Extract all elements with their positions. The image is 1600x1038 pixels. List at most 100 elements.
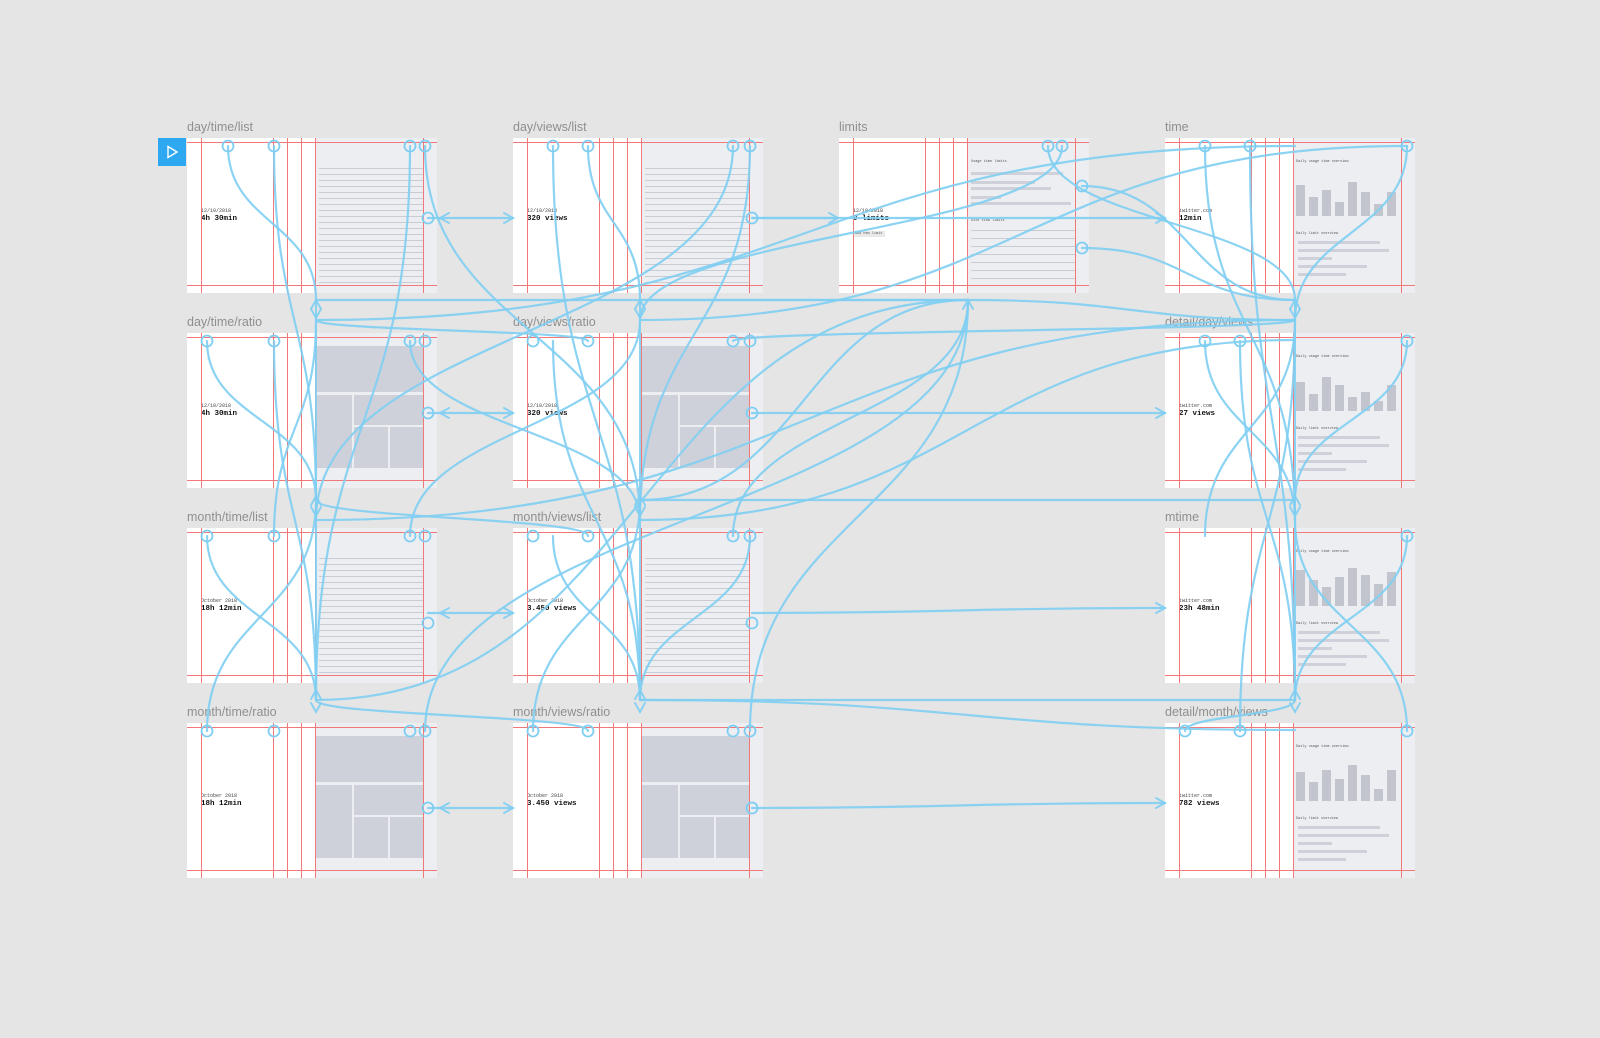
guide-line: [1075, 138, 1076, 293]
list-row-line: [319, 252, 423, 253]
ratio-block: [716, 817, 749, 858]
frame-day-time-ratio[interactable]: 12/10/2018 4h 30min: [187, 333, 437, 488]
list-row-line: [319, 222, 423, 223]
ratio-block: [354, 395, 423, 425]
guide-line: [423, 723, 424, 878]
frame-mtime[interactable]: twitter.com 23h 48min Daily usage time o…: [1165, 528, 1415, 683]
guide-line: [1165, 532, 1415, 533]
guide-line: [1251, 723, 1252, 878]
frame-label-month-views-list: month/views/list: [513, 510, 602, 524]
guide-line: [1179, 138, 1180, 293]
guide-line: [1165, 337, 1415, 338]
list-row-line: [645, 192, 749, 193]
frame-month-time-ratio[interactable]: October 2018 18h 12min: [187, 723, 437, 878]
frame-detail-month-views[interactable]: twitter.com 782 views Daily usage time o…: [1165, 723, 1415, 878]
connection-wire: [310, 506, 322, 519]
list-row-line: [319, 186, 423, 187]
site-view-limits-heading: Site view limits: [971, 219, 1005, 223]
list-row-line: [645, 570, 749, 571]
frame-month-views-list[interactable]: October 2018 3.450 views: [513, 528, 763, 683]
frame-label-limits: limits: [839, 120, 868, 134]
guide-line: [513, 142, 763, 143]
usage-bar: [1374, 204, 1383, 216]
list-row-line: [319, 594, 423, 595]
guide-line: [749, 723, 750, 878]
date-label: October 2018: [527, 598, 564, 604]
usage-bar: [1387, 384, 1396, 411]
list-row-line: [319, 264, 423, 265]
guide-line: [1165, 870, 1415, 871]
stat-value: 27 views: [1179, 410, 1216, 418]
list-row-line: [645, 624, 749, 625]
connection-wire: [310, 702, 322, 715]
ratio-block: [354, 785, 423, 815]
connection-wire: [310, 308, 322, 321]
limit-overview-bar: [1298, 444, 1390, 447]
list-row-line: [319, 588, 423, 589]
guide-line: [187, 532, 437, 533]
date-label: October 2018: [527, 793, 564, 799]
guide-line: [527, 138, 528, 293]
connection-wire: [1155, 602, 1168, 614]
connection-wire: [731, 298, 970, 538]
ratio-block: [680, 785, 749, 815]
list-row-line: [645, 264, 749, 265]
guide-line: [1251, 138, 1252, 293]
usage-bar: [1374, 789, 1383, 801]
frame-detail-day-views[interactable]: twitter.com 27 views Daily usage time ov…: [1165, 333, 1415, 488]
limit-overview-bar: [1298, 842, 1332, 845]
guide-line: [1401, 138, 1402, 293]
list-row-line: [319, 672, 423, 673]
usage-bar: [1348, 182, 1357, 216]
frame-time[interactable]: twitter.com 12min Daily usage time overv…: [1165, 138, 1415, 293]
frame-day-views-ratio[interactable]: 12/10/2018 320 views: [513, 333, 763, 488]
guide-line: [599, 528, 600, 683]
stat-value: 320 views: [527, 410, 568, 418]
list-row-line: [319, 624, 423, 625]
stat-value: 3.450 views: [527, 800, 577, 808]
guide-line: [513, 727, 763, 728]
list-row-line: [645, 606, 749, 607]
connection-wire: [503, 407, 516, 419]
guide-line: [513, 480, 763, 481]
usage-bar: [1335, 384, 1344, 411]
list-row-line: [319, 204, 423, 205]
frame-month-time-list[interactable]: October 2018 18h 12min: [187, 528, 437, 683]
ratio-block: [680, 395, 749, 425]
guide-line: [1279, 723, 1280, 878]
guide-line: [627, 333, 628, 488]
guide-line: [953, 138, 954, 293]
connection-wire: [503, 802, 516, 814]
stat-value: 4h 30min: [201, 215, 238, 223]
list-row-line: [319, 582, 423, 583]
connection-wire: [634, 506, 646, 519]
add-limit-button[interactable]: add new limit: [853, 231, 885, 237]
guide-line: [315, 528, 316, 683]
site-label: twitter.com: [1179, 598, 1213, 604]
ratio-block: [716, 427, 749, 468]
guide-line: [187, 142, 437, 143]
list-row-line: [319, 228, 423, 229]
play-button[interactable]: [158, 138, 186, 166]
guide-line: [273, 528, 274, 683]
frame-day-time-list[interactable]: 12/10/2018 4h 30min: [187, 138, 437, 293]
frame-label-month-views-ratio: month/views/ratio: [513, 705, 611, 719]
list-row-line: [645, 672, 749, 673]
connection-wire: [503, 212, 516, 224]
list-row-line: [645, 582, 749, 583]
date-label: 12/10/2018: [201, 208, 232, 214]
connection-wire: [1289, 702, 1301, 715]
frame-month-views-ratio[interactable]: October 2018 3.450 views: [513, 723, 763, 878]
stat-value: 12min: [1179, 215, 1202, 223]
connection-wire: [437, 802, 450, 814]
frame-limits[interactable]: 12/10/2018 0 limits add new limit Usage …: [839, 138, 1089, 293]
usage-bar: [1374, 584, 1383, 606]
list-row-line: [645, 252, 749, 253]
frame-day-views-list[interactable]: 12/10/2018 320 views: [513, 138, 763, 293]
date-label: 12/10/2018: [527, 208, 558, 214]
limit-bar: [971, 181, 1035, 184]
list-row-line: [645, 198, 749, 199]
guide-line: [641, 723, 642, 878]
guide-line: [1293, 333, 1294, 488]
guide-line: [187, 337, 437, 338]
